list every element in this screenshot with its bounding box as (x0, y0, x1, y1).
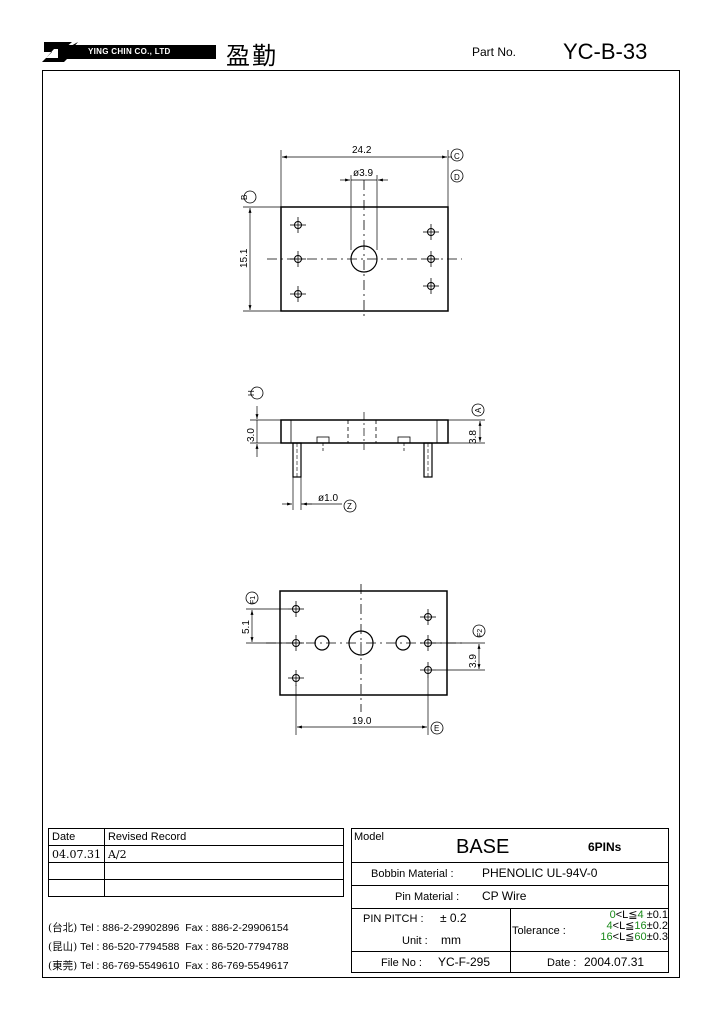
tag-h: H (247, 390, 256, 396)
tolerance-row: 4<L≦16±0.2 (606, 920, 668, 932)
tag-e: E (434, 724, 439, 733)
top-hole-dim: ø3.9 (353, 168, 373, 179)
top-height-dim: 15.1 (239, 248, 250, 268)
contact-fax: Fax : 886-2-29906154 (185, 922, 289, 934)
rev-header-record: Revised Record (103, 828, 345, 846)
bottom-span-dim: 19.0 (352, 716, 372, 727)
bobbin-material-label: Bobbin Material : (371, 868, 454, 880)
revision-table: Date Revised Record 04.07.31 A/2 (48, 828, 345, 897)
side-thickness-dim: 3.0 (246, 428, 257, 442)
bottom-pitch-dim: 3.9 (468, 654, 479, 668)
tolerance-row: 16<L≦60±0.3 (600, 931, 668, 943)
file-no-label: File No : (381, 957, 422, 969)
unit-value: mm (441, 933, 461, 947)
contact-dongguan: (東莞) Tel : 86-769-5549610 Fax : 86-769-5… (48, 958, 289, 973)
tag-f2: F2 (477, 629, 484, 637)
rev-record-cell: A/2 (103, 845, 345, 863)
contact-city: (昆山) (48, 941, 78, 953)
rev-record-cell (103, 879, 345, 897)
part-no-label: Part No. (472, 45, 517, 59)
model-value: BASE (456, 836, 510, 858)
side-pin-dia-dim: ø1.0 (318, 493, 338, 504)
tag-c: C (454, 152, 460, 161)
side-pin-height-dim: 3.8 (468, 430, 479, 444)
company-name-cn: 盈勤 (226, 42, 278, 70)
top-view (243, 148, 464, 320)
contact-kunshan: (昆山) Tel : 86-520-7794588 Fax : 86-520-7… (48, 939, 289, 954)
bottom-offset-dim: 5.1 (241, 620, 252, 634)
pin-count: 6PINs (588, 840, 622, 854)
pin-pitch-label: PIN PITCH : (363, 913, 424, 925)
contact-city: (台北) (48, 922, 78, 934)
file-no-value: YC-F-295 (438, 955, 491, 969)
tolerance-label: Tolerance : (512, 925, 566, 937)
rev-date-cell (48, 862, 105, 880)
rev-date-cell: 04.07.31 (48, 845, 105, 863)
drawing-frame (42, 70, 680, 978)
rev-header-date: Date (48, 828, 105, 846)
contact-city: (東莞) (48, 960, 78, 972)
pin-pitch-value: ± 0.2 (440, 911, 467, 925)
contact-taipei: (台北) Tel : 886-2-29902896 Fax : 886-2-29… (48, 920, 289, 935)
tag-a: A (474, 407, 483, 413)
spec-table (351, 828, 669, 973)
contact-tel: Tel : 86-520-7794588 (80, 941, 180, 953)
tag-f1: F1 (250, 596, 257, 604)
model-label: Model (354, 831, 384, 843)
part-no-value: YC-B-33 (563, 39, 648, 64)
contact-tel: Tel : 86-769-5549610 (80, 960, 180, 972)
tag-b: B (240, 195, 249, 200)
date-value: 2004.07.31 (584, 955, 645, 969)
side-view (250, 386, 485, 513)
tolerance-row: 0<L≦4 ±0.1 (609, 909, 668, 921)
tag-d: D (454, 173, 460, 182)
rev-date-cell (48, 879, 105, 897)
contact-tel: Tel : 886-2-29902896 (80, 922, 180, 934)
bobbin-material-value: PHENOLIC UL-94V-0 (482, 866, 598, 880)
date-label: Date : (547, 957, 577, 969)
tag-z: Z (347, 502, 352, 511)
pin-material-value: CP Wire (482, 889, 527, 903)
top-width-dim: 24.2 (352, 145, 372, 156)
contact-fax: Fax : 86-520-7794788 (185, 941, 289, 953)
contact-fax: Fax : 86-769-5549617 (185, 960, 289, 972)
pin-material-label: Pin Material : (395, 891, 460, 903)
unit-label: Unit : (402, 935, 428, 947)
company-name-en: YING CHIN CO., LTD (58, 45, 216, 59)
rev-record-cell (103, 862, 345, 880)
bottom-view (245, 584, 486, 735)
